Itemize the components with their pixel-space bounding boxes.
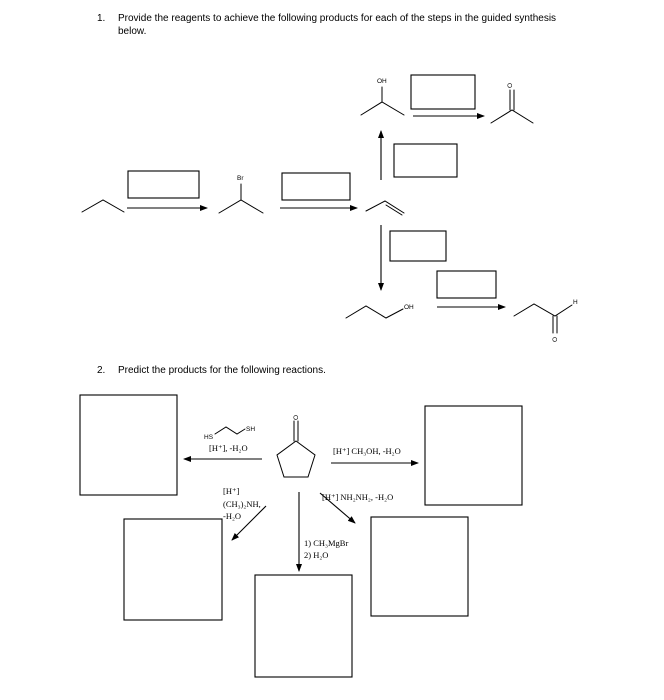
propene-structure xyxy=(365,200,405,214)
hydrazine-conditions: [H⁺] NH₂NH₂, -H₂O xyxy=(322,492,393,502)
hs-label: HS xyxy=(204,434,214,441)
answer-box-2-propanol-to-acetone[interactable] xyxy=(410,74,476,110)
question-1-text: Provide the reagents to achieve the foll… xyxy=(118,13,557,37)
sh-label: SH xyxy=(246,426,255,433)
cyclopentanone-ring xyxy=(276,440,316,478)
grignard-conditions-line1: 1) CH₃MgBr xyxy=(304,538,348,548)
arrow-to-enamine xyxy=(231,505,267,541)
propane-structure xyxy=(81,199,125,213)
answer-box-enamine[interactable] xyxy=(123,518,223,621)
answer-box-1-propanol-to-propanal[interactable] xyxy=(436,270,497,299)
question-2-number: 2. xyxy=(97,365,106,376)
propanal-h-label: H xyxy=(573,299,578,306)
acetone-o-label: O xyxy=(507,83,514,88)
amine-conditions-line3: -H₂O xyxy=(223,511,241,521)
propanal-o-label: O xyxy=(552,337,559,342)
amine-conditions-line2: (CH₃)₂NH, xyxy=(223,499,261,509)
answer-box-bromide-to-propene[interactable] xyxy=(281,172,351,201)
propanal-structure xyxy=(513,303,573,317)
answer-box-propane-to-bromide[interactable] xyxy=(127,170,200,199)
methanol-conditions: [H⁺] CH₃OH, -H₂O xyxy=(333,446,401,456)
acetone-structure xyxy=(490,109,534,124)
2-propanol-structure xyxy=(360,101,405,116)
ethanedithiol-structure xyxy=(214,426,246,435)
answer-box-hydrazone[interactable] xyxy=(370,516,469,617)
question-1-number: 1. xyxy=(97,13,106,24)
propene-double-bond xyxy=(385,204,403,216)
question-2-text: Predict the products for the following r… xyxy=(118,365,326,376)
answer-box-propene-to-1-propanol[interactable] xyxy=(389,230,447,262)
thiol-conditions: [H⁺], -H₂O xyxy=(209,443,248,453)
1-propanol-structure xyxy=(345,305,404,319)
answer-box-grignard-product[interactable] xyxy=(254,574,353,678)
2-bromopropane-structure xyxy=(218,199,264,214)
oh-label-top: OH xyxy=(377,78,387,85)
answer-box-thioacetal[interactable] xyxy=(79,394,178,496)
oh-label-bottom: OH xyxy=(404,304,414,311)
amine-conditions-line1: [H⁺] xyxy=(223,486,239,496)
grignard-conditions-line2: 2) H₂O xyxy=(304,550,328,560)
br-label: Br xyxy=(237,175,244,182)
cyclopentanone-o-label: O xyxy=(293,415,300,420)
answer-box-propene-to-2-propanol[interactable] xyxy=(393,143,458,178)
answer-box-acetal[interactable] xyxy=(424,405,523,506)
arrow-to-hydrazone xyxy=(319,492,356,524)
